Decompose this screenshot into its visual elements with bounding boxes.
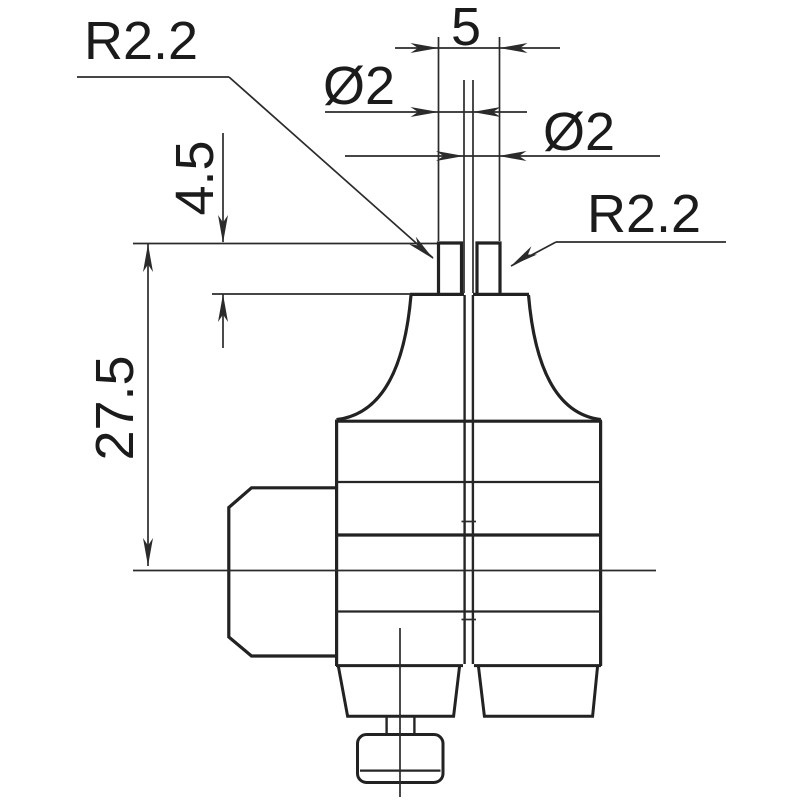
extension-lines [133,37,656,572]
dimension-fork-depth: 4.5 [165,133,228,348]
dimension-arrow [436,151,464,161]
dimension-arrow [143,538,153,566]
dimension-arrow [498,151,527,161]
dim-overall-width-label: 5 [451,0,481,57]
dimension-left-tip-radius: R2.2 [77,11,434,259]
clamp-knob [227,486,336,658]
left-tip-radius-label: R2.2 [84,11,198,71]
dimension-right-tip-radius: R2.2 [510,184,726,267]
bell-flare-right [526,294,601,422]
leader-line [228,76,434,259]
body-length-label: 27.5 [85,355,145,460]
leader-arrow [511,246,538,266]
dimension-arrow [472,107,501,117]
bell-flare-left [336,294,413,422]
leader-arrow [409,236,434,259]
right-prong [475,241,502,294]
left-pin-diameter-label: Ø2 [323,56,395,116]
right-pin-diameter-label: Ø2 [543,102,615,162]
dimension-arrow [143,244,153,272]
left-prong [436,241,464,294]
dimension-arrow [218,215,228,243]
taper-left [336,665,462,718]
fork-depth-label: 4.5 [165,140,225,215]
dimension-arrow [499,43,528,53]
dimension-arrow [218,294,228,322]
dimension-overall-width: 5 [395,0,560,57]
taper-right [476,665,600,718]
dimension-left-pin-diameter: Ø2 [323,56,527,117]
dimension-arrow [410,43,439,53]
dimension-body-length: 27.5 [85,244,153,566]
dimension-arrow [410,107,439,117]
dimension-right-pin-diameter: Ø2 [345,102,660,162]
right-tip-radius-label: R2.2 [587,184,701,244]
part-outline [227,241,603,797]
